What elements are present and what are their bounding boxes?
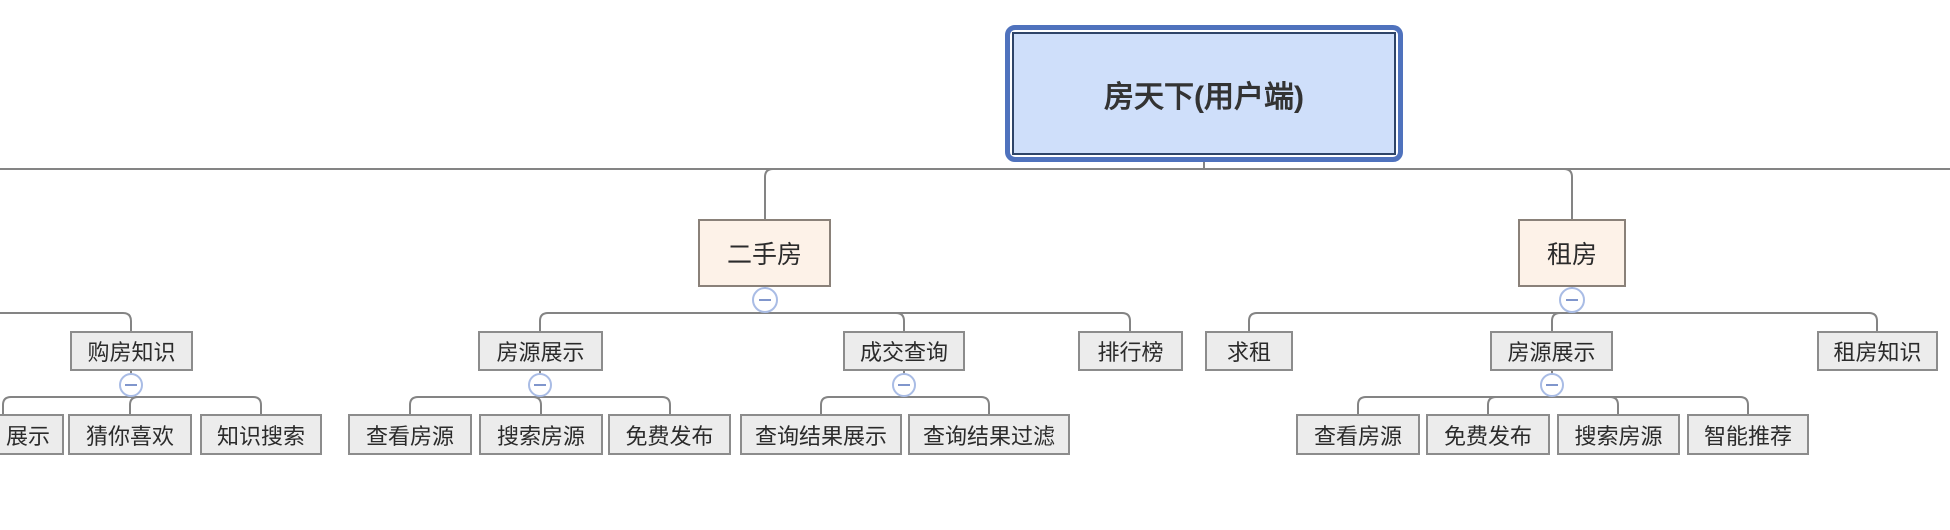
node-label: 查看房源: [1313, 423, 1402, 449]
mindmap-node-chakan-fangyuan-ershou[interactable]: 查看房源: [348, 414, 472, 455]
mindmap-node-paihangbang[interactable]: 排行榜: [1078, 331, 1183, 371]
connector-group: [0, 160, 1950, 219]
connector-group: [0, 312, 132, 331]
collapse-button-ershoufang[interactable]: [752, 287, 778, 313]
mindmap-node-zhineng-tuijian[interactable]: 智能推荐: [1687, 414, 1809, 455]
node-label: 排行榜: [1097, 340, 1164, 365]
minus-icon: [898, 384, 910, 386]
minus-icon: [759, 299, 771, 301]
minus-icon: [1566, 299, 1578, 301]
collapse-button-goufang-zhishi[interactable]: [119, 373, 143, 397]
mindmap-node-zhishi-sousuo[interactable]: 知识搜索: [200, 414, 322, 455]
mindmap-node-sousuo-fangyuan-zufang[interactable]: 搜索房源: [1557, 414, 1680, 455]
node-label: 租房知识: [1833, 340, 1922, 365]
collapse-button-fangyuan-zhanshi-ershou[interactable]: [528, 373, 552, 397]
connector-group: [539, 287, 1131, 331]
node-label: 查询结果过滤: [922, 423, 1055, 449]
node-label: 求租: [1226, 340, 1271, 365]
mindmap-node-chaxun-jieguo-zhanshi[interactable]: 查询结果展示: [740, 414, 902, 455]
node-label: 成交查询: [859, 340, 948, 365]
root-node-label: 房天下(用户端): [1104, 80, 1304, 114]
node-label: 知识搜索: [216, 423, 305, 449]
mindmap-node-fangyuan-zhanshi-zufang[interactable]: 房源展示: [1490, 331, 1613, 371]
node-label: 猜你喜欢: [85, 423, 174, 449]
node-label: 房源展示: [1507, 340, 1596, 365]
connector-group: [409, 371, 671, 414]
node-label: 查看房源: [365, 423, 454, 449]
mindmap-node-goufang-zhishi[interactable]: 购房知识: [70, 331, 193, 371]
connector-group: [1248, 287, 1878, 331]
mindmap-node-cai-ni-xihuan[interactable]: 猜你喜欢: [68, 414, 192, 455]
node-label: 展示: [5, 423, 50, 449]
node-label: 搜索房源: [1574, 423, 1663, 449]
mindmap-node-zufang[interactable]: 租房: [1518, 219, 1626, 287]
node-label: 搜索房源: [496, 423, 585, 449]
mindmap-node-chengjiao-chaxun[interactable]: 成交查询: [843, 331, 965, 371]
minus-icon: [1546, 384, 1558, 386]
minus-icon: [125, 384, 137, 386]
mindmap-node-fangyuan-zhanshi-ershou[interactable]: 房源展示: [478, 331, 603, 371]
connector-group: [1357, 371, 1749, 414]
root-node-body: 房天下(用户端): [1012, 32, 1396, 155]
mindmap-node-mianfei-fabu-zufang[interactable]: 免费发布: [1426, 414, 1550, 455]
node-label: 智能推荐: [1703, 423, 1792, 449]
mindmap-node-chaxun-jieguo-guolv[interactable]: 查询结果过滤: [908, 414, 1070, 455]
minus-icon: [534, 384, 546, 386]
node-label: 房源展示: [496, 340, 585, 365]
node-label: 查询结果展示: [754, 423, 887, 449]
mindmap-node-chakan-fangyuan-zufang[interactable]: 查看房源: [1296, 414, 1420, 455]
connector-group: [820, 371, 990, 414]
node-label: 免费发布: [625, 423, 714, 449]
node-label: 购房知识: [87, 340, 176, 365]
mindmap-node-zhanshi-cutoff[interactable]: 展示: [0, 414, 64, 455]
node-label: 租房: [1546, 241, 1597, 269]
collapse-button-fangyuan-zhanshi-zufang[interactable]: [1540, 373, 1564, 397]
mindmap-node-sousuo-fangyuan-ershou[interactable]: 搜索房源: [479, 414, 603, 455]
mindmap-node-qiuzu[interactable]: 求租: [1205, 331, 1293, 371]
mindmap-node-zufang-zhishi[interactable]: 租房知识: [1817, 331, 1938, 371]
root-node[interactable]: 房天下(用户端): [1005, 25, 1403, 162]
connector-group: [2, 371, 262, 414]
mindmap-node-mianfei-fabu-ershou[interactable]: 免费发布: [608, 414, 731, 455]
collapse-button-chengjiao-chaxun[interactable]: [892, 373, 916, 397]
node-label: 二手房: [726, 241, 802, 269]
node-label: 免费发布: [1443, 423, 1532, 449]
collapse-button-zufang[interactable]: [1559, 287, 1585, 313]
mindmap-node-ershoufang[interactable]: 二手房: [698, 219, 831, 287]
